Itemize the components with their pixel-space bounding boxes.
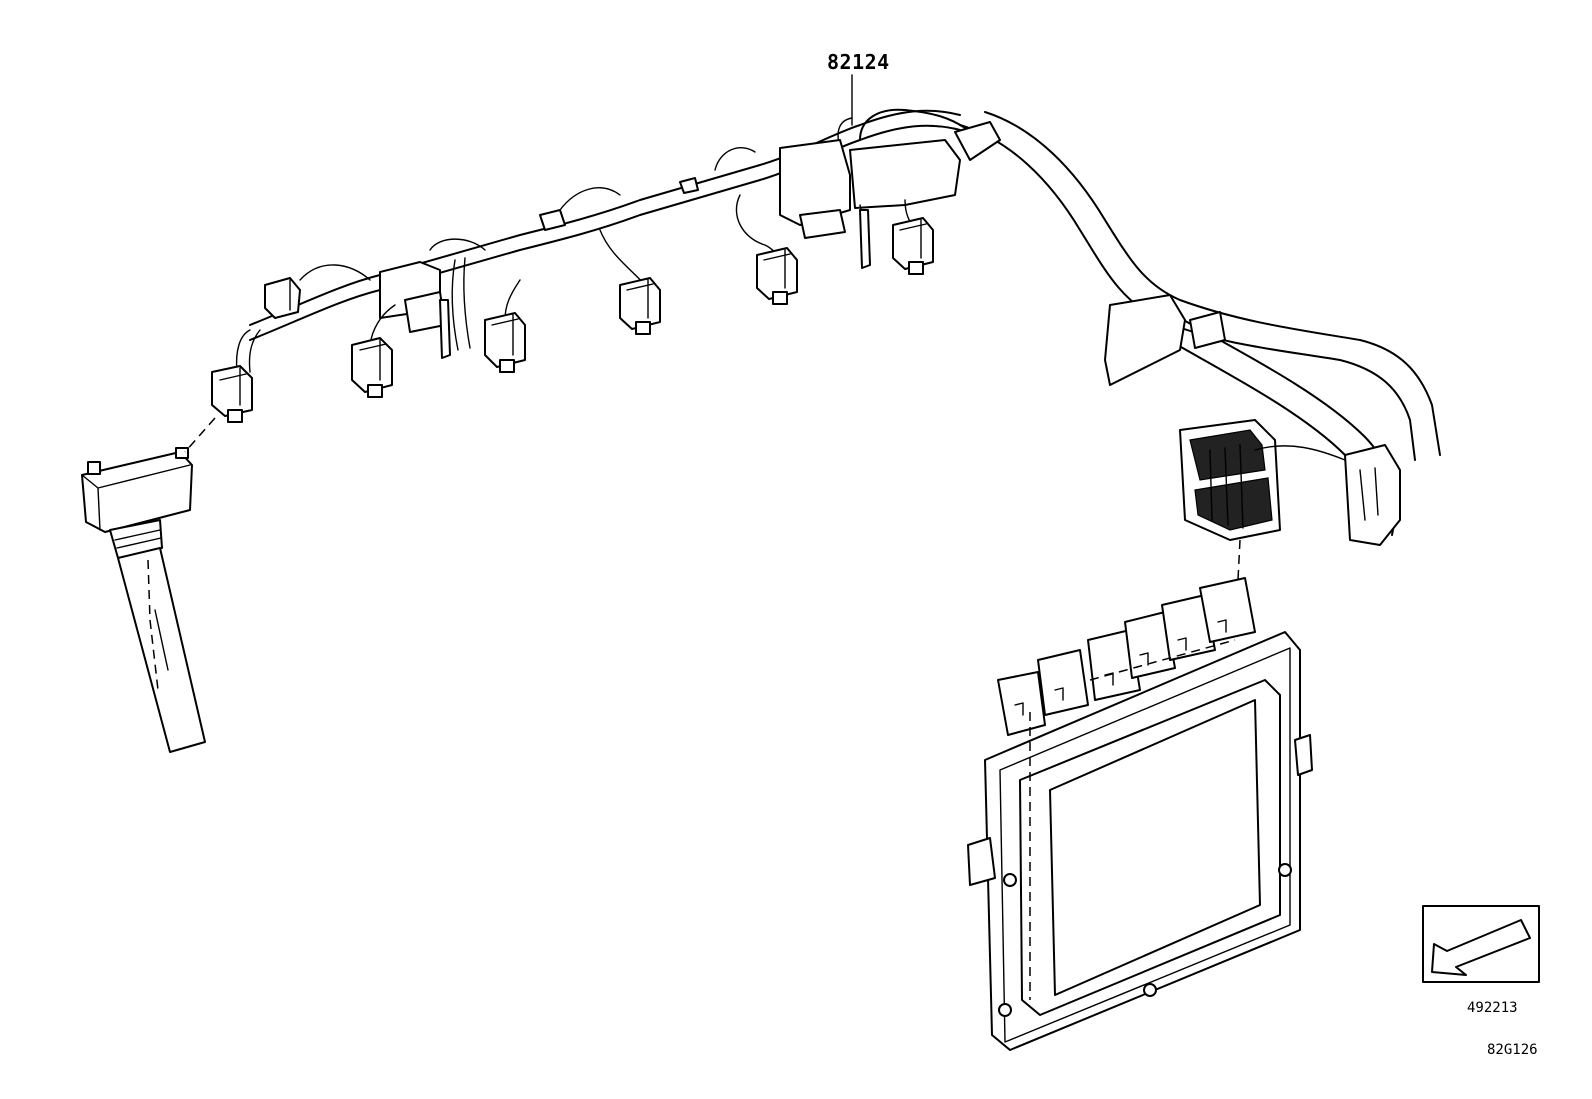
coil-connector-2: [484, 312, 526, 373]
coil-connector-6: [264, 277, 301, 319]
coil-connectors: [211, 177, 934, 423]
coil-connector-4: [756, 247, 798, 305]
part-number-label: 82124: [827, 50, 890, 74]
coil-connector-7: [211, 365, 253, 423]
figure-code-label: 82G126: [1487, 1042, 1538, 1058]
coil-connector-3: [619, 277, 661, 335]
harness-clamps: [379, 121, 1401, 546]
coil-connector-5: [892, 217, 934, 275]
ecu-module: [967, 577, 1313, 1051]
ignition-coil: [81, 447, 206, 753]
arrow-down-left-icon: [1422, 905, 1540, 983]
assembly-lines: [147, 74, 1241, 1000]
coil-connector-1: [351, 337, 393, 398]
direction-code-label: 492213: [1467, 1000, 1518, 1016]
ecu-connector-sockets: [997, 577, 1256, 736]
ecu-harness-connector: [1179, 419, 1346, 541]
